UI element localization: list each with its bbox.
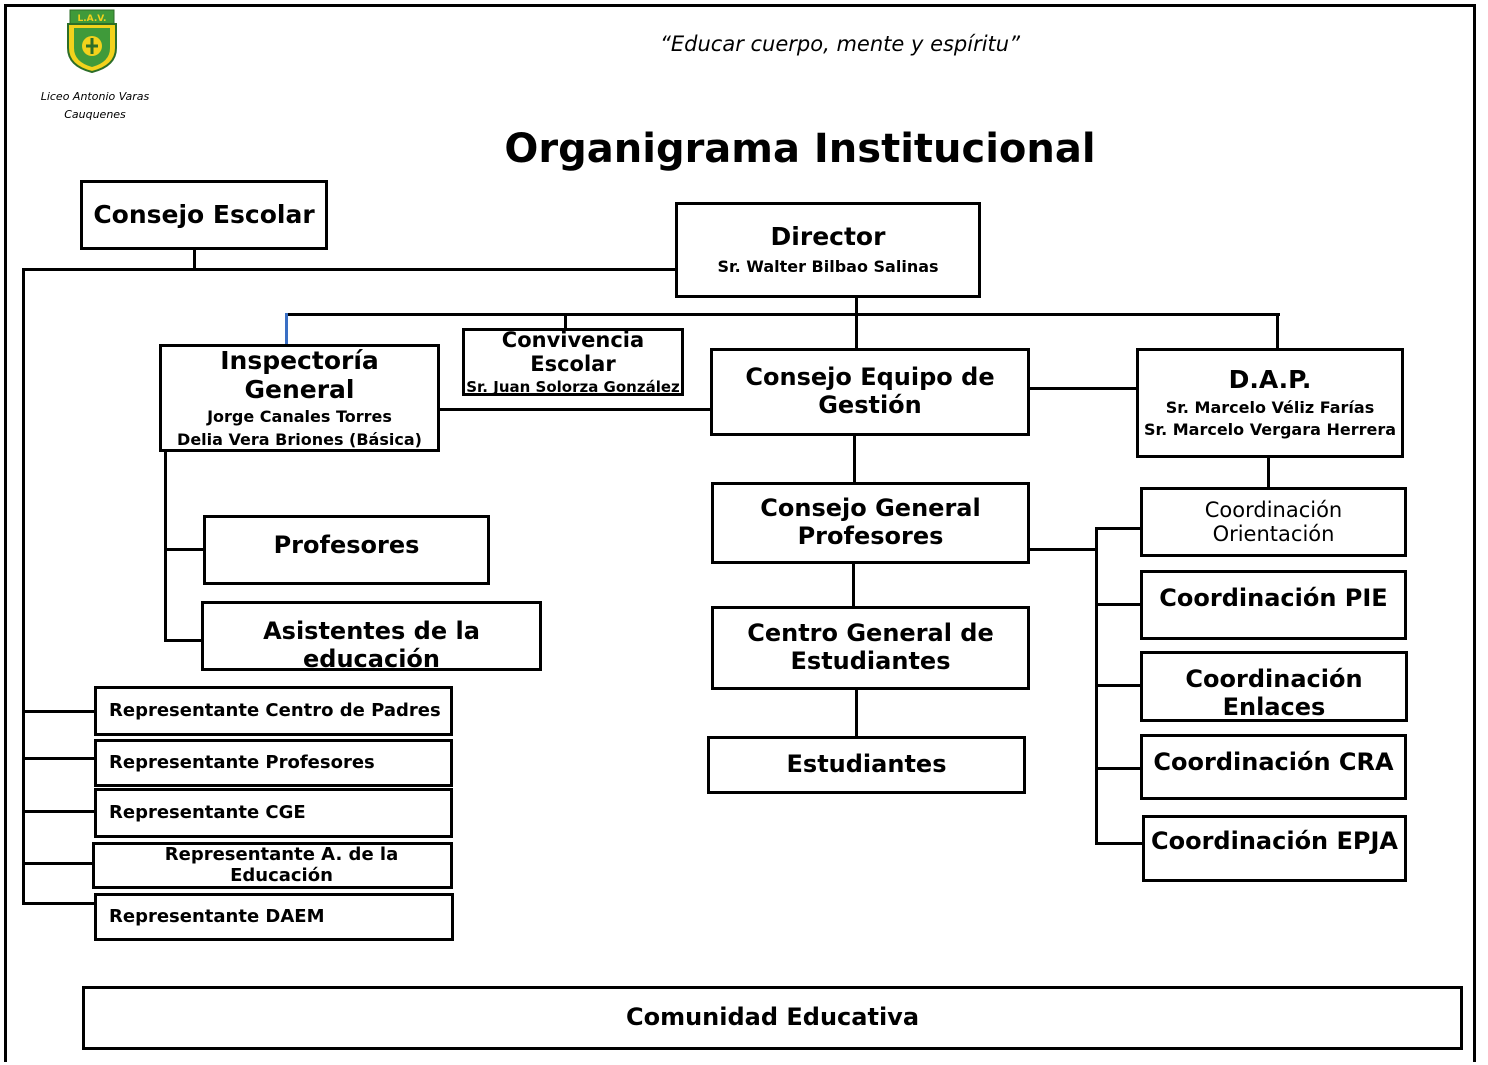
director-title: Director — [770, 222, 886, 252]
inspectoria-name-2: Delia Vera Briones (Básica) — [177, 429, 422, 449]
representante-label: Representante Centro de Padres — [109, 699, 441, 721]
school-name: Liceo Antonio Varas Cauquenes — [30, 88, 160, 123]
connector-line — [1095, 527, 1143, 530]
connector-line — [285, 313, 1280, 316]
consejo-general-line2: Profesores — [797, 522, 944, 550]
coord-orientacion-line1: Coordinación — [1204, 497, 1343, 522]
connector-line — [853, 434, 856, 484]
page-frame — [4, 4, 1476, 1062]
centro-general-box: Centro General de Estudiantes — [711, 606, 1030, 690]
dap-name-1: Sr. Marcelo Véliz Farías — [1165, 397, 1375, 417]
connector-line — [1095, 767, 1143, 770]
consejo-equipo-line1: Consejo Equipo de — [745, 363, 995, 392]
coord-epja-label: Coordinación EPJA — [1151, 827, 1398, 855]
representante-box: Representante CGE — [94, 788, 453, 838]
consejo-escolar-label: Consejo Escolar — [93, 199, 315, 229]
connector-line — [22, 810, 97, 813]
dap-name-2: Sr. Marcelo Vergara Herrera — [1143, 420, 1397, 440]
representante-label: Representante Profesores — [109, 751, 375, 773]
director-name: Sr. Walter Bilbao Salinas — [717, 257, 939, 277]
connector-line — [193, 248, 196, 269]
asistentes-label: Asistentes de la educación — [263, 617, 480, 673]
comunidad-educativa-box: Comunidad Educativa — [82, 986, 1463, 1050]
convivencia-name: Sr. Juan Solorza González — [466, 377, 680, 396]
connector-line — [852, 562, 855, 608]
asistentes-box: Asistentes de la educación — [201, 601, 542, 673]
profesores-label: Profesores — [273, 531, 420, 559]
convivencia-title: Convivencia Escolar — [501, 328, 645, 377]
consejo-equipo-line2: Gestión — [818, 391, 922, 419]
coord-pie-label: Coordinación PIE — [1159, 584, 1388, 612]
connector-line — [1027, 548, 1096, 551]
convivencia-box: Convivencia Escolar Sr. Juan Solorza Gon… — [462, 328, 684, 396]
connector-line — [438, 408, 713, 411]
connector-line — [22, 902, 97, 905]
connector-line — [1095, 842, 1143, 845]
director-box: Director Sr. Walter Bilbao Salinas — [675, 202, 981, 298]
connector-line — [164, 450, 167, 641]
centro-general-line1: Centro General de — [747, 619, 994, 648]
representante-label: Representante CGE — [109, 801, 306, 823]
connector-line — [22, 862, 97, 865]
coord-orientacion-line2: Orientación — [1212, 522, 1335, 546]
connector-line — [855, 296, 858, 351]
consejo-general-box: Consejo General Profesores — [711, 482, 1030, 564]
consejo-general-line1: Consejo General — [760, 494, 981, 523]
page-title: Organigrama Institucional — [504, 126, 1096, 172]
inspectoria-title: Inspectoría General — [220, 345, 379, 404]
connector-line — [1267, 455, 1270, 489]
consejo-escolar-box: Consejo Escolar — [80, 180, 328, 250]
representante-box: Representante A. de la Educación — [92, 842, 453, 889]
representante-label: Representante A. de la Educación — [164, 843, 399, 886]
connector-line — [164, 639, 204, 642]
estudiantes-box: Estudiantes — [707, 736, 1026, 794]
consejo-equipo-box: Consejo Equipo de Gestión — [710, 348, 1030, 436]
representante-box: Representante Centro de Padres — [94, 686, 453, 736]
representante-label: Representante DAEM — [109, 905, 325, 927]
connector-line — [1027, 387, 1139, 390]
coord-enlaces-label: Coordinación Enlaces — [1185, 665, 1363, 721]
connector-line — [1276, 313, 1279, 350]
connector-line — [1095, 684, 1143, 687]
inspectoria-name-1: Jorge Canales Torres — [207, 407, 392, 427]
dap-title: D.A.P. — [1228, 365, 1312, 395]
connector-line — [164, 548, 206, 551]
connector-line — [285, 313, 288, 346]
representante-box: Representante DAEM — [94, 893, 454, 941]
connector-line — [564, 313, 567, 330]
coord-cra-box: Coordinación CRA — [1140, 734, 1407, 800]
school-name-line1: Liceo Antonio Varas — [40, 90, 150, 103]
centro-general-line2: Estudiantes — [790, 647, 951, 675]
logo-text: L.A.V. — [78, 14, 107, 24]
connector-line — [855, 688, 858, 738]
coord-epja-box: Coordinación EPJA — [1142, 815, 1407, 882]
coord-cra-label: Coordinación CRA — [1153, 748, 1394, 776]
connector-line — [22, 710, 97, 713]
school-logo: L.A.V. — [67, 9, 117, 74]
coord-pie-box: Coordinación PIE — [1140, 570, 1407, 640]
connector-line — [22, 268, 677, 271]
connector-line — [22, 268, 25, 904]
coord-enlaces-box: Coordinación Enlaces — [1140, 651, 1408, 722]
dap-box: D.A.P. Sr. Marcelo Véliz Farías Sr. Marc… — [1136, 348, 1404, 458]
inspectoria-box: Inspectoría General Jorge Canales Torres… — [159, 344, 440, 452]
estudiantes-label: Estudiantes — [786, 750, 947, 779]
connector-line — [22, 757, 97, 760]
connector-line — [1095, 603, 1143, 606]
motto: “Educar cuerpo, mente y espíritu” — [660, 32, 1020, 56]
representante-box: Representante Profesores — [94, 739, 453, 787]
comunidad-educativa-label: Comunidad Educativa — [625, 1003, 920, 1032]
profesores-box: Profesores — [203, 515, 490, 585]
coord-orientacion-box: Coordinación Orientación — [1140, 487, 1407, 557]
school-name-line2: Cauquenes — [64, 107, 126, 121]
